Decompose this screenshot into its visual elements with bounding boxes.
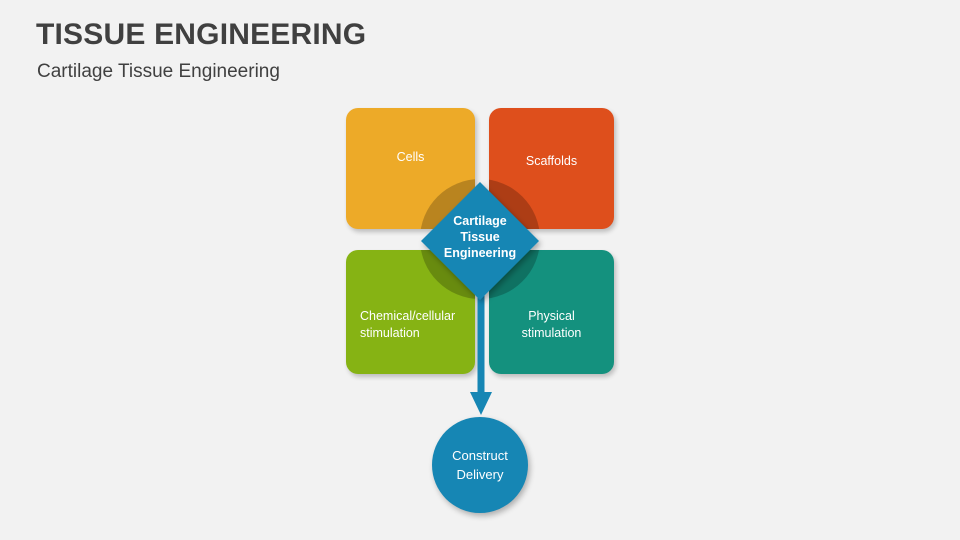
page-subtitle: Cartilage Tissue Engineering xyxy=(37,61,280,82)
output-circle-construct-delivery[interactable] xyxy=(432,417,528,513)
page-title: TISSUE ENGINEERING xyxy=(36,18,367,51)
down-arrow-icon xyxy=(470,250,492,415)
center-diamond[interactable] xyxy=(412,173,548,309)
quadrant-cells-label: Cells xyxy=(396,150,425,164)
quadrant-scaffolds-label: Scaffolds xyxy=(525,154,578,168)
